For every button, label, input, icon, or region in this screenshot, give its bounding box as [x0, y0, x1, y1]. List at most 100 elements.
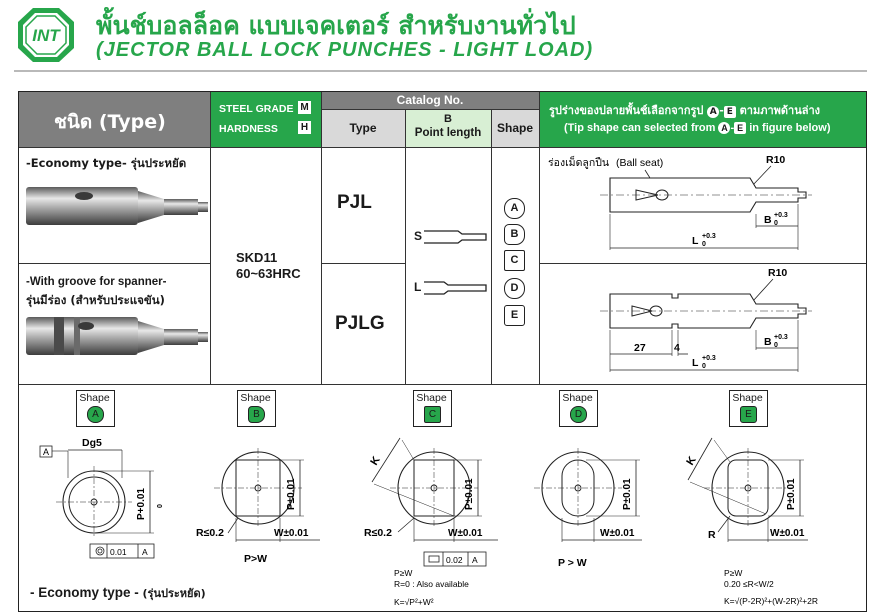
header-divider [14, 70, 867, 72]
col-point-length-label: Point length [414, 127, 482, 139]
shape-d-drawing: P±0.01 W±0.01 P > W [534, 448, 642, 569]
steel-grade-badge: M [298, 101, 311, 114]
tip-shape-thai: รูปร่างของปลายพั้นช์เลือกจากรูป A-E ตามภ… [549, 104, 821, 118]
shape-badge-d: D [504, 278, 525, 299]
svg-text:P±0.01: P±0.01 [286, 478, 297, 510]
svg-text:+0.3: +0.3 [702, 233, 716, 240]
svg-text:0: 0 [774, 342, 778, 349]
point-short-icon [424, 230, 487, 244]
col-type-cell [321, 109, 405, 147]
shape-badge-c: C [504, 250, 525, 271]
groove-punch-image [26, 317, 208, 355]
row-divider [539, 263, 866, 264]
hardness-badge: H [298, 121, 311, 134]
grid-line [539, 92, 540, 384]
svg-text:R: R [708, 529, 716, 541]
section-divider [19, 384, 866, 385]
material-grade: SKD11 [236, 250, 278, 265]
shape-e-letter: E [740, 406, 757, 423]
row-economy-label: -Economy type- รุ่นประหยัด [26, 156, 187, 170]
point-long-icon [424, 281, 487, 295]
shape-e-box [729, 390, 768, 427]
footer-economy-label: - Economy type - (รุ่นประหยัด) [30, 585, 206, 600]
shape-a-letter: A [87, 406, 104, 423]
grid-line [210, 92, 211, 384]
pjl-dimension-drawing: ร่องเม็ดลูกปืน (Ball seat) R10 B +0.3 0 … [548, 154, 812, 250]
row-divider [321, 263, 405, 264]
type-header-cell [19, 92, 210, 147]
shape-b-box [237, 390, 276, 427]
point-length-l: L [414, 280, 422, 294]
svg-text:0.20 ≤R<W/2: 0.20 ≤R<W/2 [724, 579, 774, 589]
svg-text:W±0.01: W±0.01 [274, 528, 309, 539]
catalog-no-label: Catalog No. [396, 93, 464, 107]
title-english: (JECTOR BALL LOCK PUNCHES - LIGHT LOAD) [96, 39, 594, 61]
svg-text:INT: INT [32, 26, 61, 45]
svg-text:+0.3: +0.3 [702, 355, 716, 362]
svg-text:W±0.01: W±0.01 [770, 528, 805, 539]
svg-text:0: 0 [157, 504, 164, 508]
material-hardness: 60~63HRC [236, 266, 301, 281]
svg-text:Dg5: Dg5 [82, 437, 102, 449]
svg-text:B: B [764, 336, 772, 348]
svg-text:A: A [472, 555, 478, 565]
svg-text:P≥W: P≥W [724, 568, 742, 578]
svg-text:A: A [142, 547, 148, 557]
svg-text:27: 27 [634, 342, 646, 354]
svg-text:A: A [43, 447, 49, 457]
svg-text:(Ball seat): (Ball seat) [616, 157, 663, 169]
col-b-label: B [444, 113, 452, 125]
col-shape-cell [491, 109, 539, 147]
row-groove-label-2: รุ่นมีร่อง (สำหรับประแจขัน) [26, 293, 165, 307]
steel-grade-label: STEEL GRADE [219, 103, 294, 115]
catalog-sub-line [321, 109, 539, 110]
shape-c-box [413, 390, 452, 427]
economy-punch-image [26, 187, 208, 225]
type-header-label: ชนิด (Type) [54, 111, 166, 133]
type-pjlg: PJLG [335, 313, 385, 334]
svg-text:0: 0 [702, 363, 706, 370]
col-shape-label: Shape [496, 121, 533, 135]
svg-text:R=0 : Also available: R=0 : Also available [394, 579, 469, 589]
svg-text:R≤0.2: R≤0.2 [196, 527, 224, 539]
svg-text:ร่องเม็ดลูกปืน: ร่องเม็ดลูกปืน [548, 155, 609, 169]
tip-letter-e: E [723, 106, 736, 118]
spec-table [18, 91, 867, 612]
shape-badge-a: A [504, 198, 525, 219]
hardness-label: HARDNESS [219, 123, 278, 135]
svg-text:L: L [692, 357, 699, 369]
svg-text:P > W: P > W [558, 557, 587, 569]
type-pjl: PJL [337, 192, 372, 213]
svg-text:B: B [764, 214, 772, 226]
svg-text:0: 0 [774, 220, 778, 227]
shape-a-drawing: A Dg5 P+0.01 0 0.01 A [39, 437, 164, 559]
tip-letter-a: A [707, 106, 720, 118]
shape-b-drawing: P±0.01 W±0.01 R≤0.2 P>W [196, 448, 320, 565]
grid-line [491, 109, 492, 384]
point-length-s: S [414, 229, 423, 243]
svg-text:L: L [692, 235, 699, 247]
shape-c-letter: C [424, 406, 441, 423]
svg-text:P+0.01: P+0.01 [136, 488, 147, 520]
svg-text:W±0.01: W±0.01 [448, 528, 483, 539]
col-type-label: Type [349, 121, 377, 135]
svg-text:W±0.01: W±0.01 [600, 528, 635, 539]
grid-line [321, 92, 322, 384]
shape-b-title: Shape [240, 392, 271, 404]
shape-e-drawing: K P±0.01 W±0.01 R P≥W 0.20 ≤R<W/2 K=√(P-… [684, 437, 818, 606]
tip-shape-english: (Tip shape can selected from A-E in figu… [564, 122, 831, 134]
svg-text:P±0.01: P±0.01 [622, 478, 633, 510]
row-groove-label-1: -With groove for spanner- [26, 276, 167, 288]
shape-a-title: Shape [79, 392, 110, 404]
svg-text:R10: R10 [768, 267, 787, 279]
shape-b-letter: B [248, 406, 265, 423]
svg-text:K: K [368, 454, 382, 467]
header-bottom-line [19, 147, 866, 148]
svg-text:0.02: 0.02 [446, 555, 463, 565]
pjlg-dimension-drawing: R10 27 4 B +0.3 0 L +0.3 0 [600, 267, 812, 372]
svg-text:P≥W: P≥W [394, 568, 412, 578]
tip-shape-header-cell [539, 92, 866, 147]
shape-c-title: Shape [416, 392, 447, 404]
title-thai: พั้นช์บอลล็อค แบบเจคเตอร์ สำหรับงานทั่วไ… [96, 11, 576, 40]
svg-text:0: 0 [702, 241, 706, 248]
